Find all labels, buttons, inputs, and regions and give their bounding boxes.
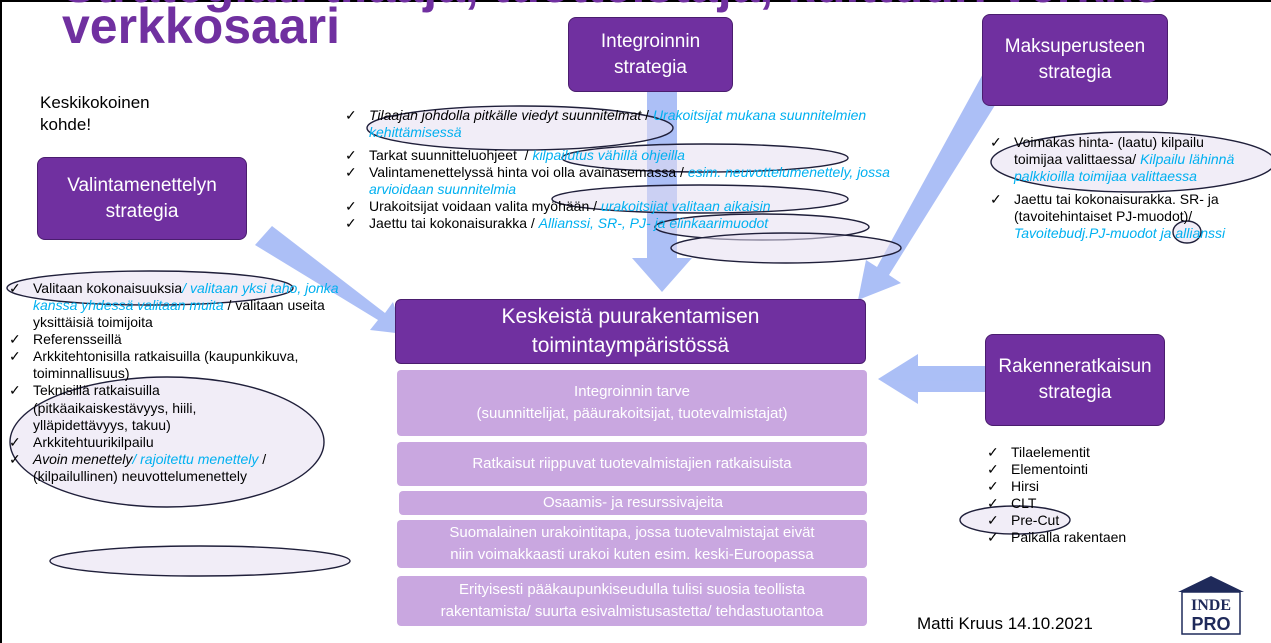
selection-item: Avoin menettely/ rajoitettu menettely / …	[7, 451, 352, 485]
payment-item: Jaettu tai kokonaisurakka. SR- ja (tavoi…	[988, 191, 1253, 242]
integration-item: Tilaajan johdolla pitkälle viedyt suunni…	[343, 107, 893, 141]
finnish-contracting-box: Suomalainen urakointitapa, jossa tuoteva…	[397, 520, 867, 568]
industrial-construction-box: Erityisesti pääkaupunkiseudulla tulisi s…	[397, 576, 867, 626]
author-date: Matti Kruus 14.10.2021	[917, 614, 1093, 633]
svg-text:PRO: PRO	[1191, 614, 1230, 634]
arrow-structure-left	[878, 354, 985, 404]
medium-size-note: Keskikokoinen kohde!	[40, 93, 150, 135]
title-line-1-cut: Strategiat: tilaaja, tuotteistaja, kultt…	[62, 0, 1162, 14]
structure-list: Tilaelementit Elementointi Hirsi CLT Pre…	[985, 444, 1185, 547]
integration-item: Urakoitsijat voidaan valita myöhään / ur…	[343, 198, 893, 215]
manufacturer-solutions-box: Ratkaisut riippuvat tuotevalmistajien ra…	[397, 442, 867, 486]
ellipse-allianssi	[670, 232, 902, 264]
center-box: Keskeistä puurakentamisen toimintaympäri…	[395, 299, 866, 364]
integration-strategy-box: Integroinnin strategia	[568, 17, 733, 92]
slide-border-top	[0, 0, 1271, 2]
indepro-logo: INDE PRO	[1178, 576, 1244, 635]
structure-item: Hirsi	[985, 478, 1185, 495]
skills-shortage-box: Osaamis- ja resurssivajeita	[399, 491, 867, 515]
ellipse-neuvottelumenettely-left	[49, 545, 351, 577]
payment-strategy-box: Maksuperusteen strategia	[982, 14, 1168, 106]
selection-strategy-box: Valintamenettelyn strategia	[37, 157, 247, 240]
slide-border-left	[0, 0, 2, 643]
selection-item: Arkkitehtonisilla ratkaisuilla (kaupunki…	[7, 348, 303, 382]
selection-item: Teknisillä ratkaisuilla (pitkäaikaiskest…	[7, 382, 283, 433]
integration-item: Tarkat suunnitteluohjeet / kilpailutus v…	[343, 147, 893, 164]
integration-item: Jaettu tai kokonaisurakka / Allianssi, S…	[343, 215, 893, 232]
integration-list: Tilaajan johdolla pitkälle viedyt suunni…	[343, 107, 893, 233]
selection-list: Valitaan kokonaisuuksia/ valitaan yksi t…	[7, 280, 352, 485]
slide-title: verkkosaari	[62, 0, 341, 54]
selection-item: Arkkitehtuurikilpailu	[7, 434, 352, 451]
structure-item: Tilaelementit	[985, 444, 1185, 461]
selection-item: Referensseillä	[7, 331, 352, 348]
structure-item: Pre-Cut	[985, 512, 1185, 529]
structure-item: Paikalla rakentaen	[985, 529, 1185, 546]
integration-item: Valintamenettelyssä hinta voi olla avain…	[343, 164, 893, 198]
structure-item: Elementointi	[985, 461, 1185, 478]
payment-item: Voimakas hinta- (laatu) kilpailu toimija…	[988, 134, 1253, 185]
payment-list: Voimakas hinta- (laatu) kilpailu toimija…	[988, 134, 1253, 242]
integration-need-box: Integroinnin tarve (suunnittelijat, pääu…	[397, 370, 867, 436]
svg-text:INDE: INDE	[1191, 597, 1231, 614]
structure-item: CLT	[985, 495, 1185, 512]
structure-strategy-box: Rakenneratkaisun strategia	[985, 334, 1165, 426]
selection-item: Valitaan kokonaisuuksia/ valitaan yksi t…	[7, 280, 352, 331]
